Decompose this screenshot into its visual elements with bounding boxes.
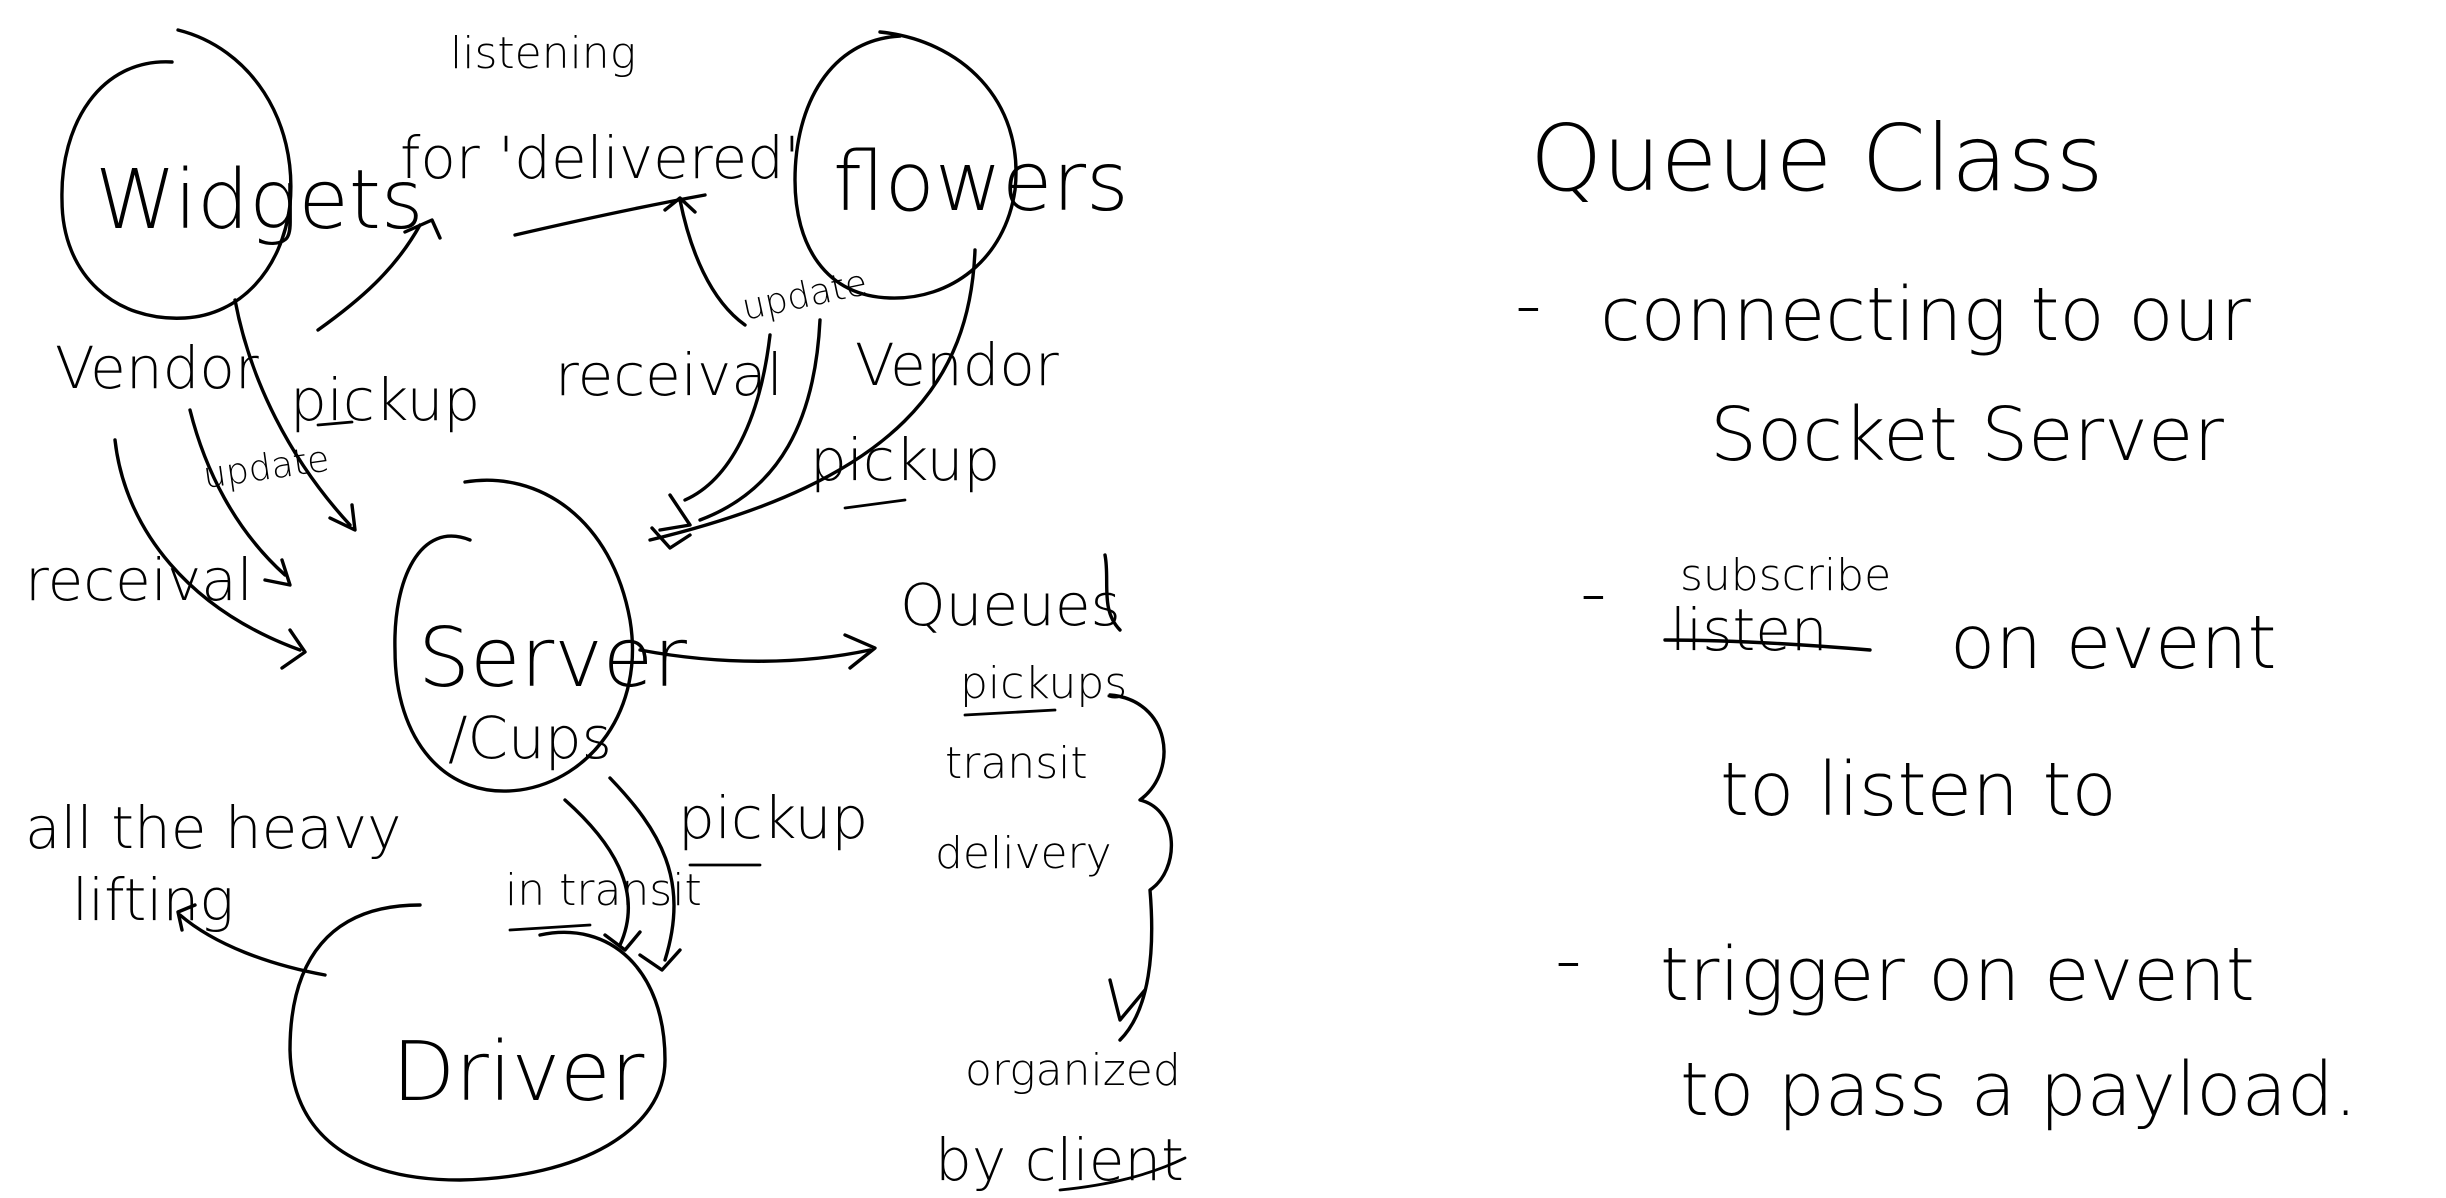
flowers-to-server-arrowheads xyxy=(650,493,692,550)
queue-item-pickups: pickups xyxy=(960,658,1127,709)
widgets-to-server-arrow-1 xyxy=(233,298,352,527)
listening-annotation: listening for 'delivered' xyxy=(316,28,800,332)
widgets-pickup-label: pickup xyxy=(290,366,480,434)
by-client-underline xyxy=(1058,1156,1187,1192)
server-circle xyxy=(393,478,635,793)
server-to-queues-arrow xyxy=(638,648,872,663)
heavy-lifting-annotation: all the heavy lifting xyxy=(25,794,401,977)
server-to-queues-arrowhead xyxy=(843,633,877,670)
widgets-to-server-arrowhead-3 xyxy=(280,628,307,670)
flowers-to-listening-arrowhead xyxy=(663,196,697,214)
driver-pickup-label: pickup xyxy=(678,784,868,852)
queues-title: Queues xyxy=(900,571,1121,639)
flowers-circle xyxy=(793,30,1018,300)
flowers-pickup-underline xyxy=(843,498,907,510)
note-1-line2: Socket Server xyxy=(1710,392,2224,478)
notes-title: Queue Class xyxy=(1530,105,2104,212)
organized-line1: organized xyxy=(965,1045,1181,1096)
widgets-node: Widgets xyxy=(60,28,424,320)
queue-items-bracket xyxy=(1108,693,1173,1042)
organized-arrowhead xyxy=(1108,978,1147,1022)
widgets-to-listening-arrowhead xyxy=(403,218,442,240)
queue-class-notes: Queue Class - connecting to our Socket S… xyxy=(1515,105,2357,1133)
note-1-dash: - xyxy=(1515,262,1542,348)
flowers-to-listening-arrow xyxy=(678,198,747,327)
note-2-line1: on event xyxy=(1950,600,2276,686)
flowers-update-label: update xyxy=(738,262,871,328)
flowers-receival-label: receival xyxy=(555,341,783,409)
flowers-to-server-arrow-1 xyxy=(683,333,772,502)
widgets-receival-label: receival xyxy=(25,546,253,614)
delivered-underline xyxy=(513,193,707,237)
widgets-to-server-arrowhead-2 xyxy=(263,558,292,587)
note-2-dash: - xyxy=(1580,550,1607,636)
driver-to-heavy-lifting-arrowhead xyxy=(176,903,197,932)
queue-item-transit: transit xyxy=(945,738,1088,789)
server-driver-arrowhead-1 xyxy=(603,930,642,952)
widgets-to-listening-arrow xyxy=(316,223,422,332)
note-2-line2: to listen to xyxy=(1720,747,2117,833)
driver-circle xyxy=(288,903,667,1182)
in-transit-underline xyxy=(508,923,592,932)
note-2-struck: listen xyxy=(1670,596,1828,664)
organized-line2: by client xyxy=(935,1126,1184,1194)
pickups-underline xyxy=(963,708,1057,717)
for-delivered-label: for 'delivered' xyxy=(400,124,800,192)
server-driver-arrow-1 xyxy=(563,798,630,947)
driver-node: Driver xyxy=(288,903,667,1182)
server-node: Server /Cups xyxy=(393,478,687,793)
flowers-edges: update receival Vendor pickup xyxy=(555,196,1059,550)
flowers-label: flowers xyxy=(833,135,1129,230)
heavy-lifting-line2: lifting xyxy=(72,866,234,934)
widgets-circle xyxy=(60,28,293,320)
widgets-pickup-underline xyxy=(316,420,354,427)
widgets-to-server-arrow-3 xyxy=(113,438,302,652)
queues-brace xyxy=(1103,553,1122,632)
driver-to-heavy-lifting-arrow xyxy=(178,913,327,977)
widgets-label: Widgets xyxy=(95,153,424,248)
note-3-line1: trigger on event xyxy=(1660,932,2255,1018)
note-1-line1: connecting to our xyxy=(1600,272,2251,358)
server-to-queues xyxy=(638,633,877,670)
server-driver-edges: in transit pickup xyxy=(505,776,868,972)
queues-list: Queues pickups transit delivery organize… xyxy=(900,553,1187,1194)
flowers-pickup-label: pickup xyxy=(810,426,1000,494)
widgets-edges: Vendor pickup receival update xyxy=(25,298,480,670)
widgets-to-server-arrowhead-1 xyxy=(328,503,357,532)
note-2-strikethrough xyxy=(1663,638,1872,652)
note-3-dash: - xyxy=(1555,917,1582,1003)
note-2-inserted: subscribe xyxy=(1680,550,1891,601)
server-label: Server xyxy=(418,611,687,706)
queue-item-delivery: delivery xyxy=(935,828,1112,879)
note-3-line2: to pass a payload. xyxy=(1680,1047,2357,1133)
heavy-lifting-line1: all the heavy xyxy=(25,794,401,862)
widgets-vendor-label: Vendor xyxy=(55,334,259,402)
server-driver-arrow-2 xyxy=(608,776,676,962)
widgets-to-server-arrow-2 xyxy=(188,408,287,577)
driver-label: Driver xyxy=(392,1025,645,1120)
listening-label: listening xyxy=(450,28,636,79)
server-driver-arrowhead-2 xyxy=(638,948,682,972)
flowers-node: flowers xyxy=(793,30,1129,300)
flowers-to-server-arrow-2 xyxy=(698,318,822,522)
server-sub-label: /Cups xyxy=(448,704,612,772)
flowers-to-server-arrow-3 xyxy=(648,248,977,542)
